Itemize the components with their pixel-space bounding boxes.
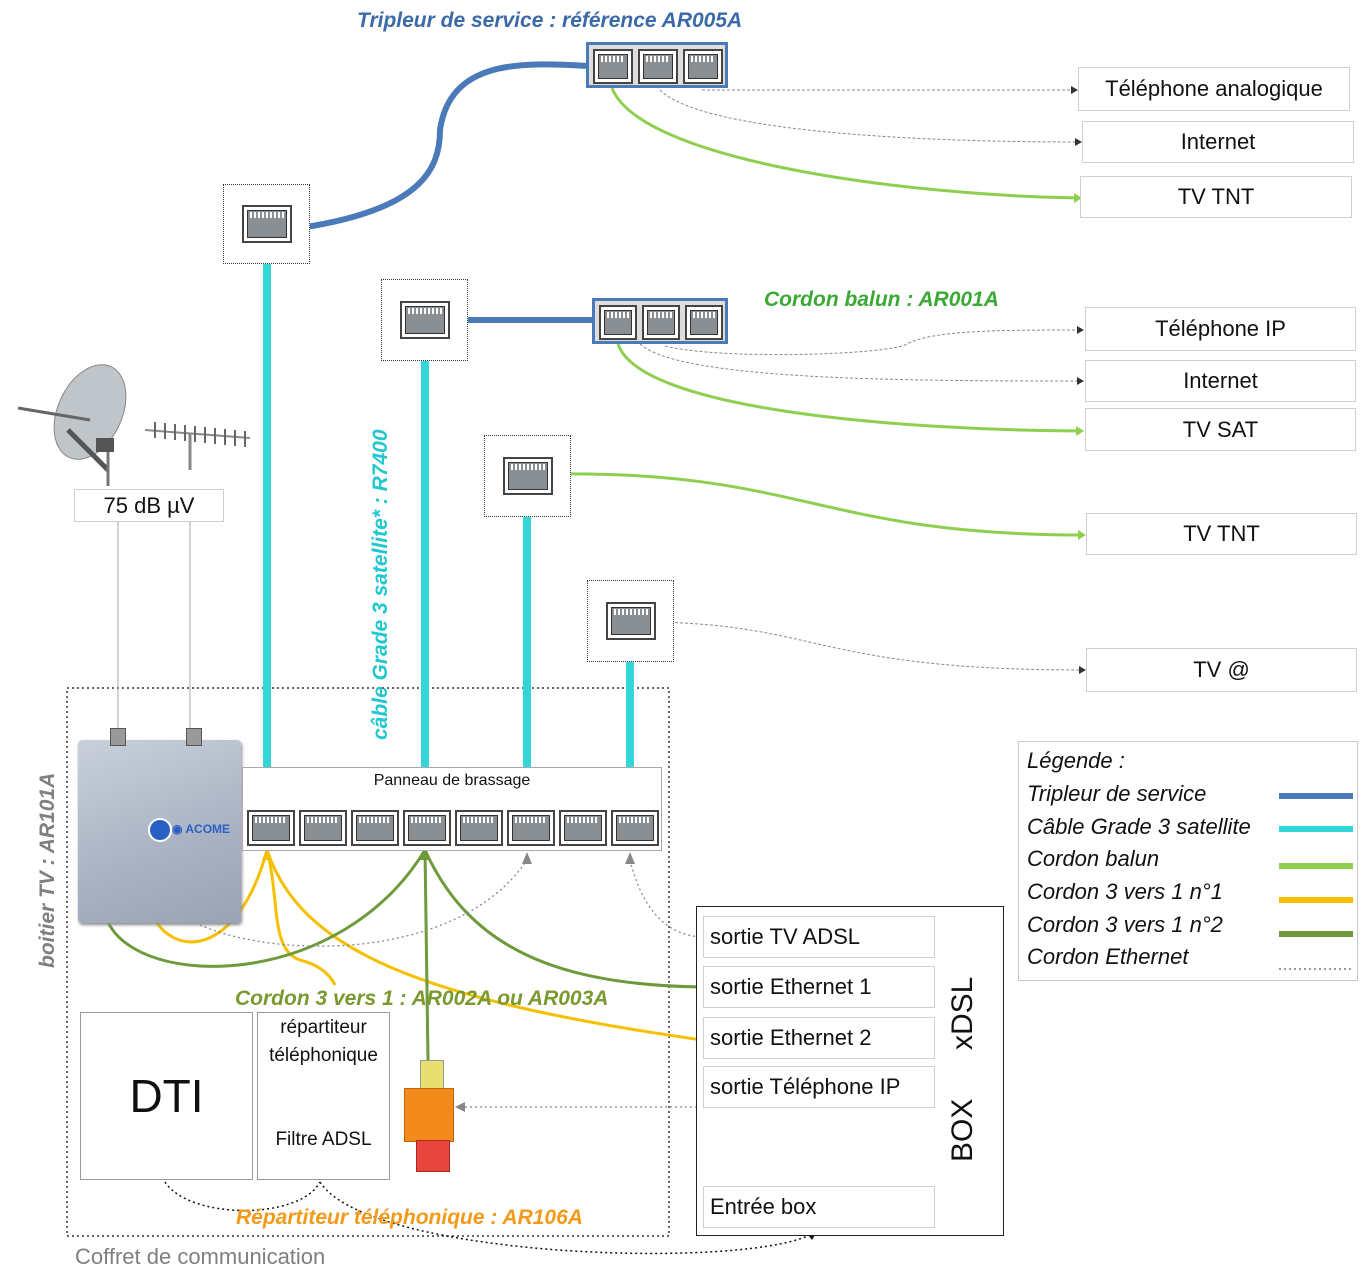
title-repartiteur: Répartiteur téléphonique : AR106A <box>236 1206 583 1229</box>
repartiteur-line2: téléphonique <box>269 1045 378 1066</box>
legend-title: Légende : <box>1027 748 1125 773</box>
output-internet-top: Internet <box>1082 121 1354 163</box>
wall-socket-1-port[interactable] <box>242 205 292 243</box>
output-telephone-ip: Téléphone IP <box>1085 307 1356 351</box>
tripleur-cable-top <box>299 61 589 231</box>
signal-level: 75 dB µV <box>74 489 224 522</box>
boitier-tv: ◉ ACOME <box>78 728 241 923</box>
box-name-xdsl: xDSL <box>946 976 979 1050</box>
title-cable: câble Grade 3 satellite* : R7400 <box>369 429 392 741</box>
patch-port-3[interactable] <box>351 810 399 846</box>
box-sortie-tv-adsl[interactable]: sortie TV ADSL <box>703 916 935 958</box>
box-entree[interactable]: Entrée box <box>703 1186 935 1228</box>
legend-item-ethernet: Cordon Ethernet <box>1027 944 1189 969</box>
box-sortie-ethernet-1[interactable]: sortie Ethernet 1 <box>703 966 935 1008</box>
output-tv-sat: TV SAT <box>1085 408 1356 451</box>
legend-item-cordon1: Cordon 3 vers 1 n°1 <box>1027 879 1223 904</box>
balun-cord-top <box>610 87 1079 200</box>
tripleur-mid-port-2[interactable] <box>642 305 680 340</box>
patch-panel-label: Panneau de brassage <box>373 772 531 789</box>
cordon-module-icon <box>402 1060 456 1172</box>
patch-panel: Panneau de brassage <box>242 767 662 851</box>
legend-item-balun: Cordon balun <box>1027 846 1160 871</box>
tripleur-mid-port-3[interactable] <box>685 305 723 340</box>
legend-item-cordon2: Cordon 3 vers 1 n°2 <box>1027 912 1223 937</box>
balun-cord-mid <box>616 343 1081 433</box>
tripleur-mid <box>592 298 728 344</box>
patch-port-6[interactable] <box>507 810 555 846</box>
satellite-dish-icon <box>17 364 127 486</box>
wall-socket-3-port[interactable] <box>503 457 553 495</box>
wall-socket-4-port[interactable] <box>606 602 656 640</box>
tnt-antenna-icon <box>144 422 251 470</box>
boitier-knob-icon <box>148 818 172 842</box>
box-sortie-ethernet-2[interactable]: sortie Ethernet 2 <box>703 1017 935 1059</box>
output-tv-tnt-2: TV TNT <box>1086 513 1357 555</box>
patch-port-1[interactable] <box>247 810 295 846</box>
output-telephone-analogique: Téléphone analogique <box>1078 67 1350 111</box>
tripleur-top-port-3[interactable] <box>683 49 723 84</box>
output-internet-mid: Internet <box>1085 360 1356 402</box>
output-tv-tnt-top: TV TNT <box>1080 176 1352 218</box>
repartiteur-line1: répartiteur <box>280 1017 367 1038</box>
tripleur-mid-port-1[interactable] <box>599 305 637 340</box>
balun-cord-tnt <box>549 472 1083 537</box>
wall-socket-2 <box>381 279 468 361</box>
tripleur-top <box>586 42 728 88</box>
coffret-frame <box>66 687 670 1237</box>
repartiteur-box: répartiteur téléphonique Filtre ADSL <box>257 1012 390 1180</box>
dti-box: DTI <box>80 1012 253 1180</box>
wall-socket-1 <box>223 184 310 264</box>
tripleur-top-port-2[interactable] <box>638 49 678 84</box>
legend <box>1018 741 1358 981</box>
boitier-connector-1[interactable] <box>110 728 126 746</box>
title-cordon3: Cordon 3 vers 1 : AR002A ou AR003A <box>235 987 609 1010</box>
patch-port-8[interactable] <box>611 810 659 846</box>
repartiteur-line3: Filtre ADSL <box>275 1129 372 1150</box>
title-tripleur: Tripleur de service : référence AR005A <box>357 9 743 32</box>
title-balun: Cordon balun : AR001A <box>764 288 999 311</box>
box-sortie-telephone-ip[interactable]: sortie Téléphone IP <box>703 1066 935 1108</box>
wall-socket-3 <box>484 435 571 517</box>
patch-port-4[interactable] <box>403 810 451 846</box>
patch-port-2[interactable] <box>299 810 347 846</box>
title-coffret: Coffret de communication <box>75 1244 326 1269</box>
legend-item-tripleur: Tripleur de service <box>1027 781 1207 806</box>
boitier-connector-2[interactable] <box>186 728 202 746</box>
legend-item-cable: Câble Grade 3 satellite <box>1027 814 1251 839</box>
tripleur-top-port-1[interactable] <box>593 49 633 84</box>
title-boitier: boitier TV : AR101A <box>36 772 59 968</box>
patch-port-7[interactable] <box>559 810 607 846</box>
wall-socket-4 <box>587 580 674 662</box>
boitier-brand-logo: ◉ ACOME <box>172 822 231 836</box>
wall-socket-2-port[interactable] <box>400 301 450 339</box>
patch-port-5[interactable] <box>455 810 503 846</box>
box-name-box: BOX <box>946 1098 979 1162</box>
output-tv-at: TV @ <box>1086 648 1357 692</box>
